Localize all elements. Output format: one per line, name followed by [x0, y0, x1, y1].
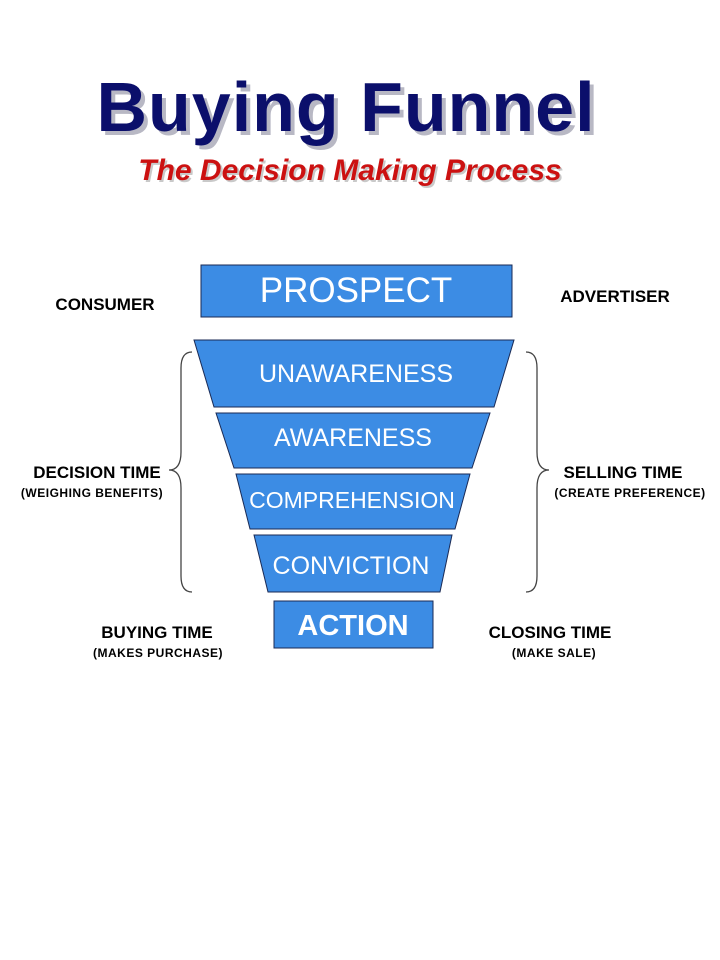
label-buying-time: BUYING TIME [101, 623, 213, 642]
stage-label-comprehension: COMPREHENSION [249, 487, 455, 513]
label-consumer: CONSUMER [55, 295, 155, 314]
stage-label-unawareness: UNAWARENESS [259, 360, 453, 388]
label-makes-purchase: (MAKES PURCHASE) [92, 646, 224, 660]
label-closing-time: CLOSING TIME [488, 623, 612, 642]
page-subtitle: The Decision Making Process [138, 154, 562, 187]
stage-label-conviction: CONVICTION [273, 552, 430, 580]
label-decision-time: DECISION TIME [33, 463, 161, 482]
label-advertiser: ADVERTISER [560, 287, 670, 306]
stage-label-awareness: AWARENESS [274, 424, 432, 452]
label-make-sale: (MAKE SALE) [511, 646, 597, 660]
stage-box-action [273, 600, 434, 649]
stage-label-prospect: PROSPECT [260, 271, 453, 310]
page-title: Buying Funnel [96, 68, 596, 146]
label-selling-time: SELLING TIME [563, 463, 683, 482]
funnel-segment-unawareness [193, 339, 515, 408]
stage-box-prospect [200, 264, 513, 318]
label-weighing-benefits: (WEIGHING BENEFITS) [20, 486, 164, 500]
label-create-preference: (CREATE PREFERENCE) [554, 486, 706, 500]
left-brace-icon [168, 351, 193, 593]
stage-label-action: ACTION [297, 610, 408, 642]
funnel-segment-conviction [253, 534, 453, 593]
right-brace-icon [525, 351, 550, 593]
funnel-segment-comprehension [235, 473, 471, 530]
funnel-segment-awareness [215, 412, 491, 469]
